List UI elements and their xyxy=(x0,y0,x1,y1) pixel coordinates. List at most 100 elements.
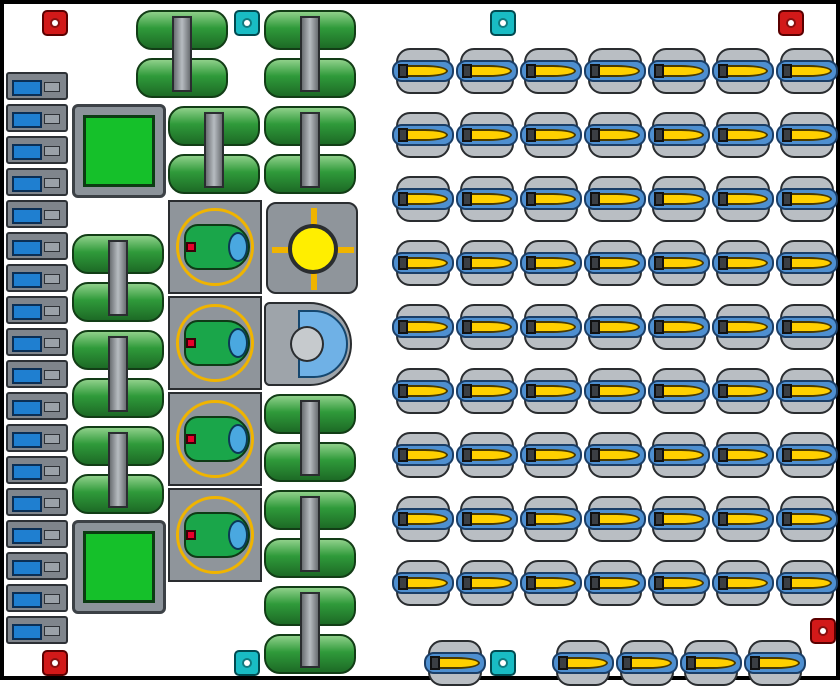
drone-unit[interactable] xyxy=(520,236,582,290)
drone-unit[interactable] xyxy=(616,636,678,690)
drone-unit[interactable] xyxy=(456,44,518,98)
drone-unit[interactable] xyxy=(648,492,710,546)
pipe-module[interactable] xyxy=(72,328,164,420)
battery-cell[interactable] xyxy=(6,72,68,100)
drone-unit[interactable] xyxy=(520,300,582,354)
turret-module[interactable] xyxy=(168,488,262,582)
battery-cell[interactable] xyxy=(6,200,68,228)
drone-unit[interactable] xyxy=(776,492,838,546)
drone-unit[interactable] xyxy=(520,428,582,482)
red-marker-icon[interactable] xyxy=(810,618,836,644)
drone-unit[interactable] xyxy=(456,300,518,354)
drone-unit[interactable] xyxy=(776,428,838,482)
drone-unit[interactable] xyxy=(456,556,518,610)
drone-unit[interactable] xyxy=(520,556,582,610)
battery-cell[interactable] xyxy=(6,584,68,612)
drone-unit[interactable] xyxy=(392,492,454,546)
battery-cell[interactable] xyxy=(6,488,68,516)
drone-unit[interactable] xyxy=(584,172,646,226)
drone-unit[interactable] xyxy=(712,364,774,418)
battery-cell[interactable] xyxy=(6,328,68,356)
battery-cell[interactable] xyxy=(6,136,68,164)
drone-unit[interactable] xyxy=(520,492,582,546)
turret-module[interactable] xyxy=(168,296,262,390)
turret-module[interactable] xyxy=(168,200,262,294)
drone-unit[interactable] xyxy=(392,236,454,290)
drone-unit[interactable] xyxy=(520,364,582,418)
drone-unit[interactable] xyxy=(520,172,582,226)
drone-unit[interactable] xyxy=(584,44,646,98)
drone-unit[interactable] xyxy=(648,428,710,482)
reactor-module[interactable] xyxy=(266,202,358,294)
cyan-marker-icon[interactable] xyxy=(490,650,516,676)
drone-unit[interactable] xyxy=(648,236,710,290)
pipe-module[interactable] xyxy=(264,584,356,676)
drone-unit[interactable] xyxy=(584,364,646,418)
battery-cell[interactable] xyxy=(6,264,68,292)
pipe-module[interactable] xyxy=(136,8,228,100)
cyan-marker-icon[interactable] xyxy=(490,10,516,36)
battery-cell[interactable] xyxy=(6,104,68,132)
battery-cell[interactable] xyxy=(6,456,68,484)
drone-unit[interactable] xyxy=(392,556,454,610)
drone-unit[interactable] xyxy=(552,636,614,690)
drone-unit[interactable] xyxy=(520,44,582,98)
battery-cell[interactable] xyxy=(6,424,68,452)
drone-unit[interactable] xyxy=(392,172,454,226)
drone-unit[interactable] xyxy=(744,636,806,690)
drone-unit[interactable] xyxy=(776,44,838,98)
drone-unit[interactable] xyxy=(392,364,454,418)
drone-unit[interactable] xyxy=(456,428,518,482)
drone-unit[interactable] xyxy=(392,300,454,354)
drone-unit[interactable] xyxy=(712,108,774,162)
red-marker-icon[interactable] xyxy=(778,10,804,36)
hangar-module[interactable] xyxy=(72,104,166,198)
drone-unit[interactable] xyxy=(456,492,518,546)
pipe-module[interactable] xyxy=(264,392,356,484)
drone-unit[interactable] xyxy=(648,108,710,162)
drone-unit[interactable] xyxy=(648,300,710,354)
cockpit-module[interactable] xyxy=(264,298,356,390)
cyan-marker-icon[interactable] xyxy=(234,650,260,676)
drone-unit[interactable] xyxy=(648,172,710,226)
battery-cell[interactable] xyxy=(6,392,68,420)
turret-module[interactable] xyxy=(168,392,262,486)
pipe-module[interactable] xyxy=(168,104,260,196)
drone-unit[interactable] xyxy=(776,556,838,610)
hangar-module[interactable] xyxy=(72,520,166,614)
drone-unit[interactable] xyxy=(712,44,774,98)
pipe-module[interactable] xyxy=(264,8,356,100)
battery-cell[interactable] xyxy=(6,520,68,548)
drone-unit[interactable] xyxy=(648,44,710,98)
battery-cell[interactable] xyxy=(6,296,68,324)
battery-cell[interactable] xyxy=(6,232,68,260)
drone-unit[interactable] xyxy=(456,108,518,162)
drone-unit[interactable] xyxy=(648,556,710,610)
red-marker-icon[interactable] xyxy=(42,10,68,36)
drone-unit[interactable] xyxy=(712,428,774,482)
drone-unit[interactable] xyxy=(776,108,838,162)
drone-unit[interactable] xyxy=(712,300,774,354)
drone-unit[interactable] xyxy=(584,492,646,546)
drone-unit[interactable] xyxy=(648,364,710,418)
pipe-module[interactable] xyxy=(72,424,164,516)
pipe-module[interactable] xyxy=(72,232,164,324)
battery-cell[interactable] xyxy=(6,360,68,388)
drone-unit[interactable] xyxy=(520,108,582,162)
drone-unit[interactable] xyxy=(392,428,454,482)
drone-unit[interactable] xyxy=(712,236,774,290)
drone-unit[interactable] xyxy=(712,492,774,546)
drone-unit[interactable] xyxy=(456,172,518,226)
drone-unit[interactable] xyxy=(712,556,774,610)
cyan-marker-icon[interactable] xyxy=(234,10,260,36)
drone-unit[interactable] xyxy=(456,364,518,418)
drone-unit[interactable] xyxy=(680,636,742,690)
drone-unit[interactable] xyxy=(456,236,518,290)
pipe-module[interactable] xyxy=(264,104,356,196)
drone-unit[interactable] xyxy=(776,364,838,418)
drone-unit[interactable] xyxy=(392,108,454,162)
drone-unit[interactable] xyxy=(424,636,486,690)
red-marker-icon[interactable] xyxy=(42,650,68,676)
drone-unit[interactable] xyxy=(584,300,646,354)
battery-cell[interactable] xyxy=(6,552,68,580)
